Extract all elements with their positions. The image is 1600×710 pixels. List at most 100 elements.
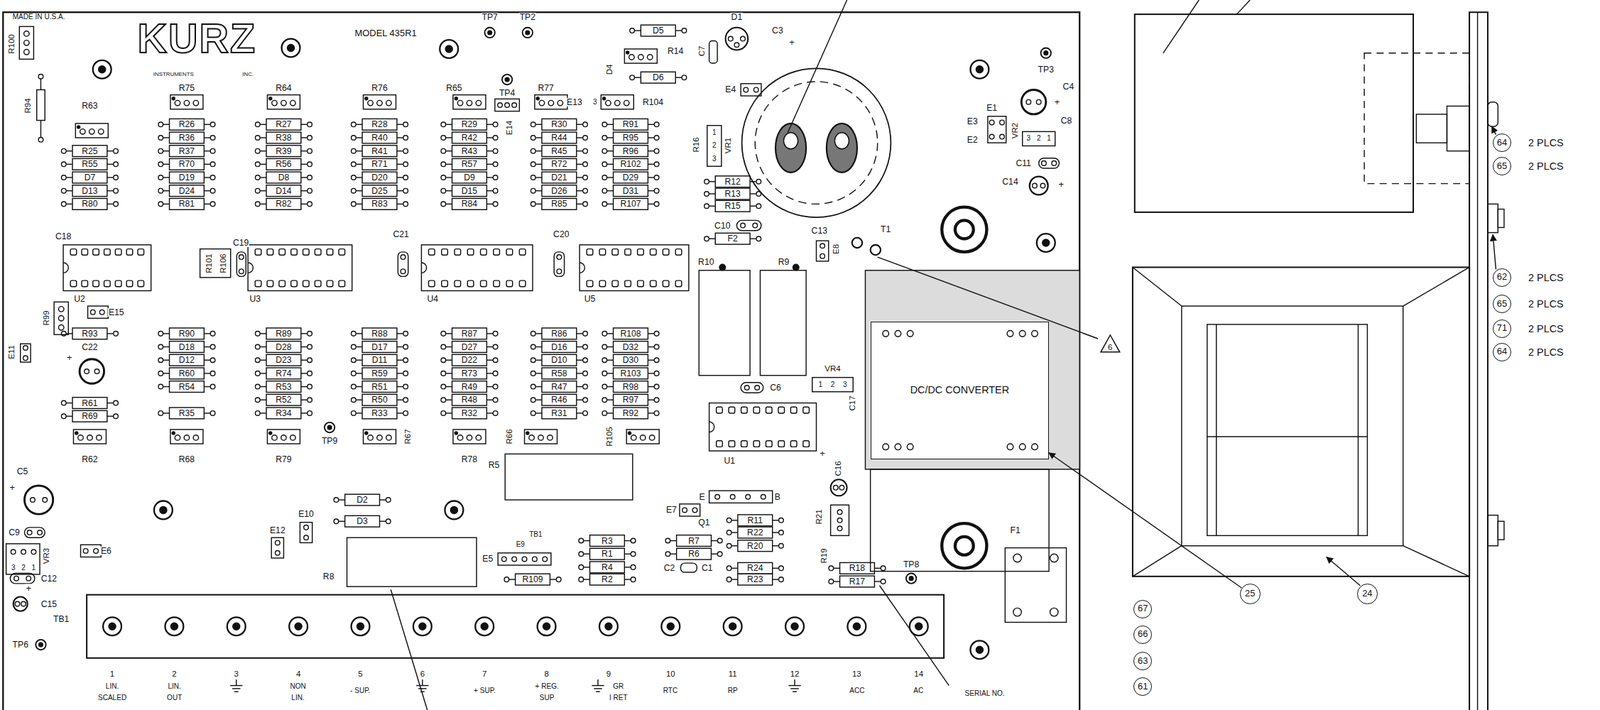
board-label: 5 (357, 670, 363, 679)
component-lead (647, 359, 655, 361)
solder-pad (530, 161, 536, 167)
board-label: VR1 (724, 137, 733, 155)
solder-pad (1019, 443, 1026, 451)
component-lead (163, 359, 170, 361)
screw-center (294, 622, 302, 630)
component-lead (535, 150, 542, 152)
part-designator: D17 (370, 342, 388, 351)
solder-pad (989, 120, 995, 125)
leader-line (390, 590, 429, 710)
board-label: D4 (605, 63, 615, 76)
screw-center (170, 622, 178, 630)
capacitor-body (553, 252, 564, 277)
solder-pad (307, 188, 313, 194)
trimpot-pin (386, 100, 392, 106)
ic-pin (115, 249, 122, 256)
screw-head (1487, 102, 1498, 127)
component-lead (355, 386, 363, 388)
component-outline (362, 145, 397, 157)
mounting-hole (1036, 233, 1056, 253)
board-label: VR4 (823, 365, 841, 374)
solder-pad (681, 75, 687, 81)
solder-pad (602, 411, 608, 417)
capacitor-body (397, 252, 408, 277)
ic-pin (803, 441, 810, 448)
solder-pad (740, 222, 746, 228)
board-label: C21 (392, 230, 410, 239)
part-designator: R59 (370, 369, 388, 378)
solder-pad (837, 509, 843, 515)
component-lead (647, 190, 655, 192)
jumper-pads (88, 306, 109, 319)
part-designator: R22 (746, 528, 764, 537)
power-resistor (504, 453, 633, 500)
hole-center (450, 506, 458, 514)
bracket-edge (1477, 12, 1478, 710)
trimpot-pin (78, 435, 84, 441)
component-outline (362, 328, 397, 340)
leader-line (877, 257, 1098, 339)
test-point-center (525, 30, 530, 35)
trimpot-pin (475, 100, 481, 106)
component-lead (355, 372, 363, 374)
solder-pad (682, 507, 688, 513)
part-designator: D24 (178, 186, 196, 196)
trimpot-pin (80, 129, 86, 135)
solder-pad (210, 384, 216, 390)
solder-pad (307, 201, 313, 207)
component-lead (624, 540, 631, 542)
component-lead (535, 137, 542, 138)
component-outline (613, 118, 649, 130)
trimpot-body (453, 95, 486, 110)
solder-pad (583, 344, 589, 350)
component-lead (749, 238, 757, 240)
ic-pin (70, 249, 77, 256)
ic-pin (104, 249, 111, 256)
solder-pad (654, 411, 660, 417)
trimpot-body (363, 95, 397, 110)
board-label: 1 (31, 564, 37, 572)
component-lead (396, 386, 404, 388)
capacitor-body (1021, 89, 1046, 114)
converter-ground (870, 321, 1049, 460)
trimpot-pin (290, 435, 296, 441)
board-label: E1 (985, 103, 998, 113)
solder-pad (629, 75, 635, 81)
component-outline (266, 185, 302, 197)
board-label: 4 (295, 670, 302, 679)
diode-body (725, 27, 749, 51)
trimpot-body (73, 429, 106, 444)
trimpot-pin (615, 100, 620, 106)
part-designator: D27 (460, 342, 478, 351)
component-outline (72, 145, 108, 157)
circuit-board (2, 12, 1080, 710)
board-label: LIN. (290, 694, 305, 702)
solder-pad (158, 344, 164, 350)
company-logo: KURZ (137, 18, 258, 59)
jumper-pads (20, 343, 31, 363)
component-lead (163, 203, 170, 205)
solder-pad (654, 175, 660, 181)
ic-pin (291, 249, 298, 256)
component-lead (607, 359, 614, 361)
ic-pin (612, 280, 619, 287)
board-label: + (24, 584, 32, 594)
ic-pin (506, 249, 513, 256)
component-lead (259, 190, 267, 192)
solder-pad (681, 28, 687, 34)
ic-pin (599, 249, 606, 256)
component-lead (647, 203, 655, 205)
part-designator: R27 (274, 120, 292, 129)
part-designator: R80 (80, 199, 99, 209)
board-label: OUT (166, 694, 183, 702)
ic-pin (279, 249, 286, 256)
leader-line (1163, 0, 1199, 54)
terminal-screw (723, 617, 743, 636)
solder-pad (441, 201, 446, 207)
component-lead (396, 150, 404, 152)
component-lead (259, 137, 267, 138)
solder-pad (999, 134, 1005, 140)
solder-pad (37, 530, 43, 536)
part-designator: D32 (622, 342, 640, 351)
component-outline (737, 573, 773, 586)
